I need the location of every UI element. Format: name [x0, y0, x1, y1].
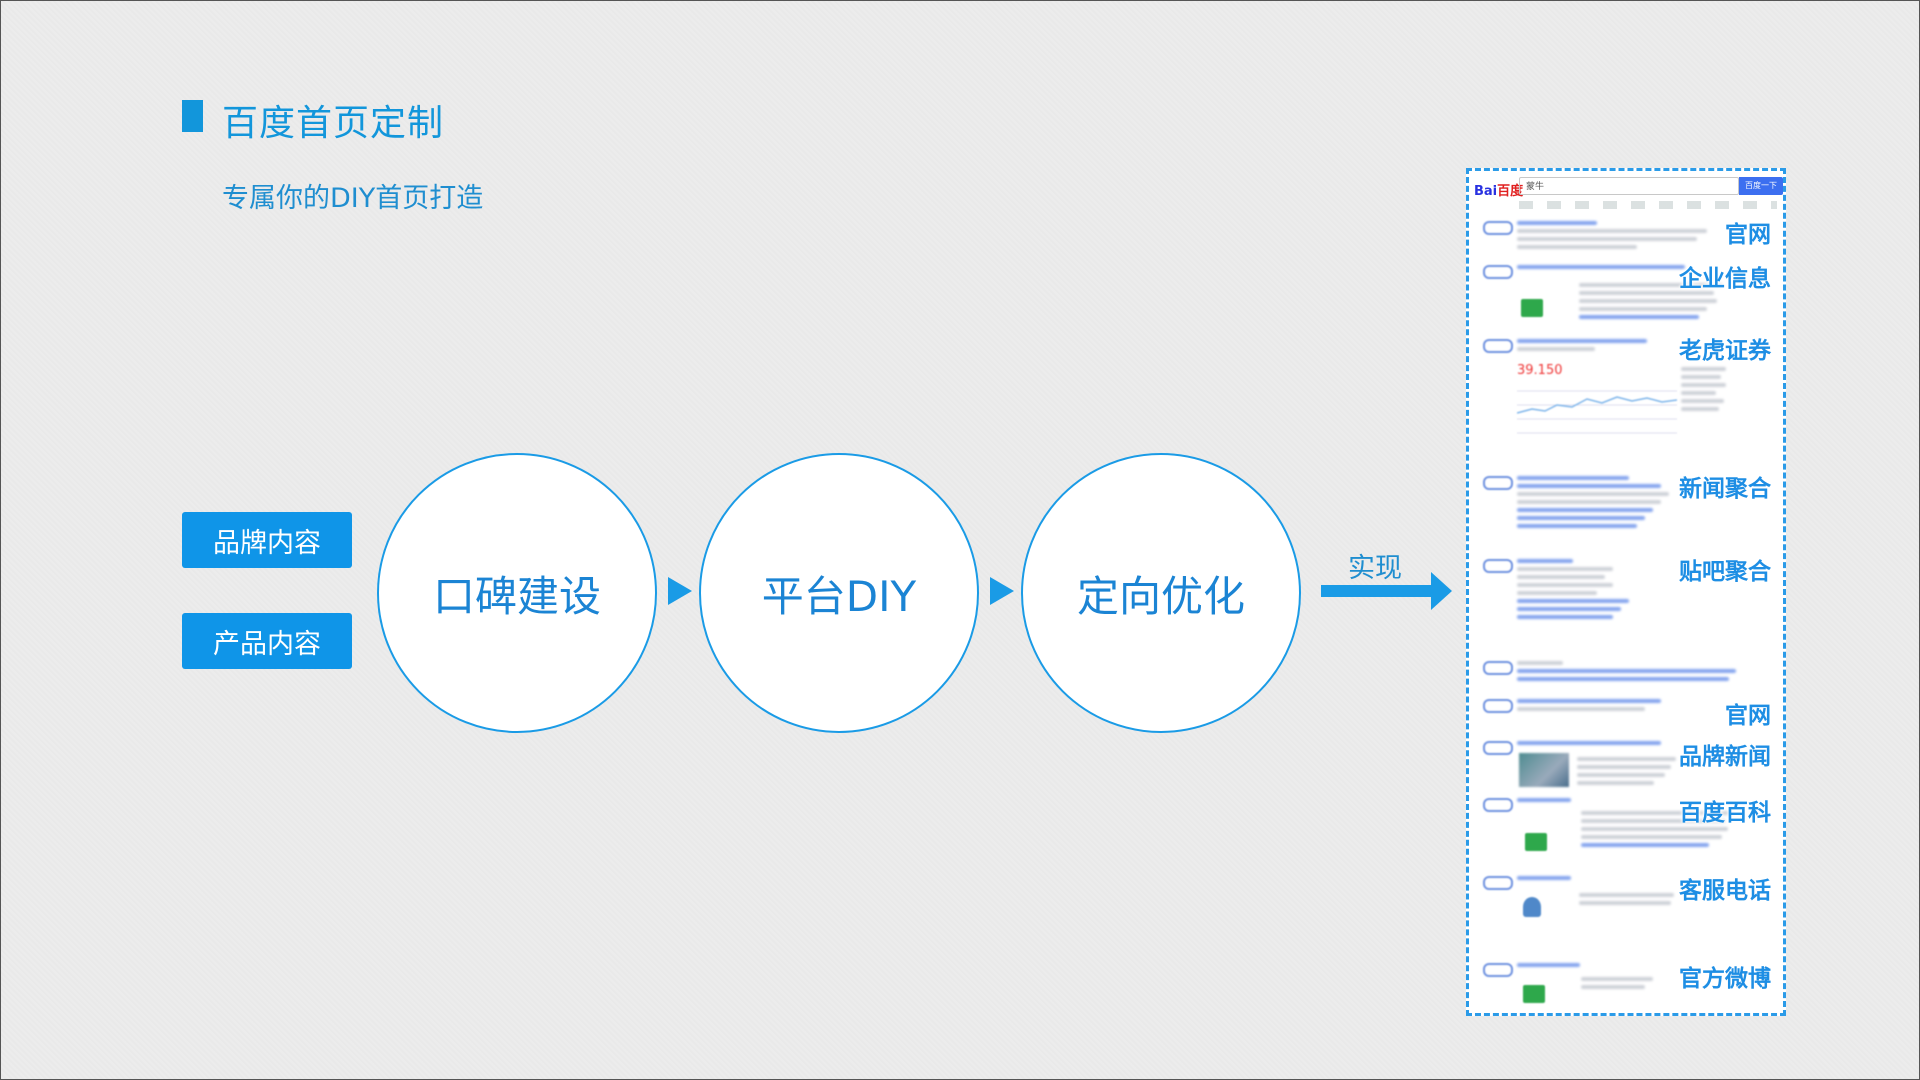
brand-logo-icon: [1521, 299, 1543, 317]
result-badge: [1483, 221, 1513, 235]
result-text-block: [1681, 367, 1731, 415]
result-text-block: [1579, 893, 1679, 909]
stock-price: 39.150: [1517, 363, 1563, 378]
mockup-search-input: 蒙牛: [1519, 177, 1739, 195]
result-text-block: [1517, 741, 1677, 749]
result-text-block: [1517, 798, 1577, 806]
result-text-block: [1577, 757, 1687, 789]
section-label: 新闻聚合: [1679, 476, 1771, 502]
input-tag-product-content: 产品内容: [182, 613, 352, 669]
result-badge: [1483, 265, 1513, 279]
section-label: 品牌新闻: [1679, 744, 1771, 770]
brand-logo-icon: [1523, 985, 1545, 1003]
news-thumbnail: [1519, 753, 1569, 787]
section-label: 百度百科: [1679, 800, 1771, 826]
customer-service-icon: [1523, 897, 1541, 917]
section-label: 贴吧聚合: [1679, 559, 1771, 585]
section-label: 老虎证券: [1679, 338, 1771, 364]
result-badge: [1483, 661, 1513, 675]
result-arrow-icon: [1431, 572, 1452, 610]
input-tag-brand-content: 品牌内容: [182, 512, 352, 568]
result-arrow-shaft: [1321, 585, 1433, 597]
baidu-logo: Bai百度: [1474, 184, 1524, 199]
step-arrow-icon: [990, 577, 1014, 605]
result-text-block: [1579, 283, 1729, 323]
page-title: 百度首页定制: [222, 103, 445, 144]
result-badge: [1483, 741, 1513, 755]
mockup-tabs: [1519, 201, 1777, 209]
result-badge: [1483, 699, 1513, 713]
result-text-block: [1517, 339, 1647, 355]
section-label: 客服电话: [1679, 878, 1771, 904]
result-badge: [1483, 339, 1513, 353]
mockup-header: Bai百度 蒙牛 百度一下: [1471, 173, 1783, 215]
result-badge: [1483, 963, 1513, 977]
brand-logo-icon: [1525, 833, 1547, 851]
section-label: 官网: [1725, 703, 1771, 729]
process-step-reputation: 口碑建设: [377, 453, 657, 733]
section-label: 企业信息: [1679, 266, 1771, 292]
result-text-block: [1517, 476, 1677, 532]
process-step-platform-diy: 平台DIY: [699, 453, 979, 733]
result-text-block: [1581, 811, 1741, 851]
stock-chart: [1517, 390, 1677, 434]
result-text-block: [1517, 265, 1727, 273]
result-text-block: [1581, 977, 1661, 993]
arrow-label: 实现: [1348, 553, 1402, 584]
title-accent-bar: [182, 100, 203, 132]
section-label: 官方微博: [1679, 966, 1771, 992]
result-text-block: [1517, 661, 1747, 685]
process-step-targeted-optimization: 定向优化: [1021, 453, 1301, 733]
result-badge: [1483, 559, 1513, 573]
result-badge: [1483, 876, 1513, 890]
process-step-label: 平台DIY: [761, 571, 917, 621]
result-text-block: [1517, 699, 1677, 715]
process-step-label: 定向优化: [1076, 571, 1245, 621]
result-badge: [1483, 476, 1513, 490]
process-step-label: 口碑建设: [432, 571, 601, 621]
result-text-block: [1517, 221, 1717, 253]
mockup-search-button: 百度一下: [1739, 177, 1783, 195]
step-arrow-icon: [668, 577, 692, 605]
result-text-block: [1517, 963, 1587, 971]
result-badge: [1483, 798, 1513, 812]
search-results-mockup: Bai百度 蒙牛 百度一下 官网 企业信息 39.150 老虎证券 新闻聚合 贴…: [1466, 168, 1786, 1016]
section-label: 官网: [1725, 222, 1771, 248]
result-text-block: [1517, 559, 1677, 623]
result-text-block: [1517, 876, 1577, 884]
page-subtitle: 专属你的DIY首页打造: [222, 183, 484, 214]
